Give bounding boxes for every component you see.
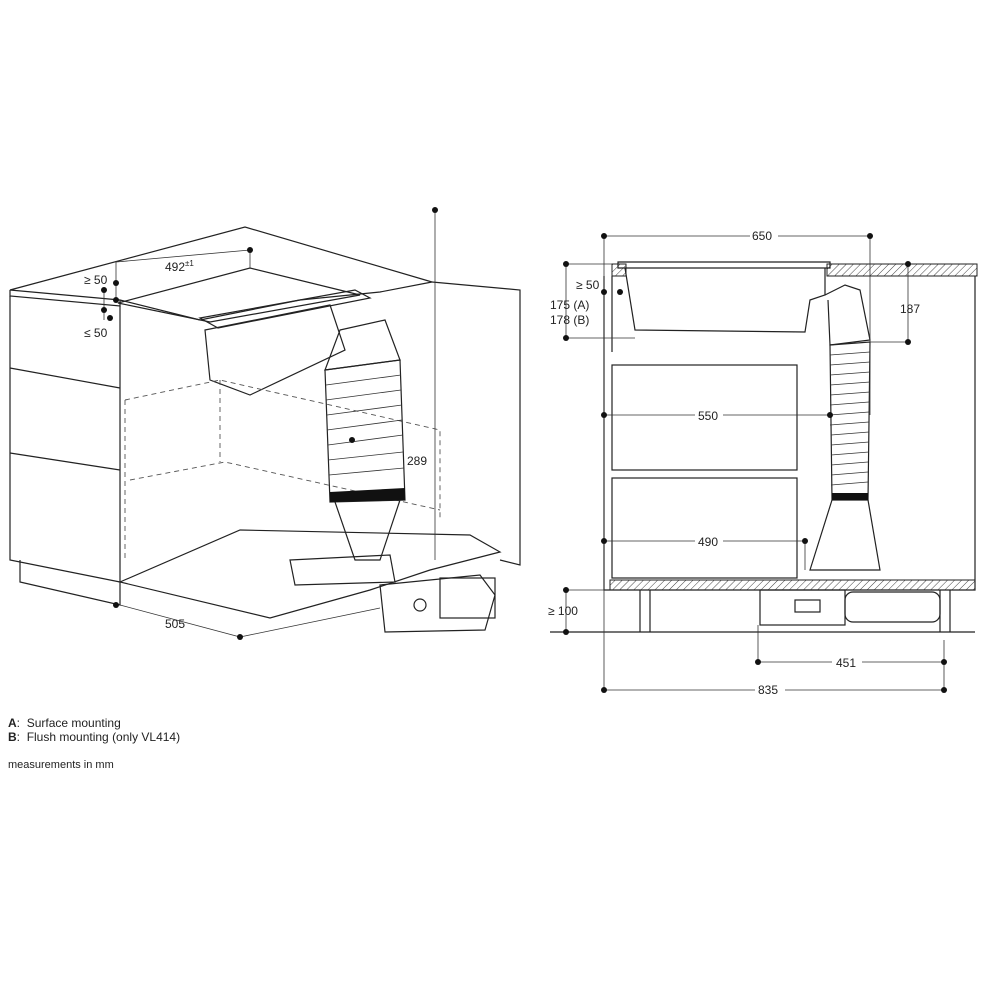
dim-depth-a: 175 (A) <box>550 298 589 312</box>
dim-plinth-min: ≥ 100 <box>548 604 578 618</box>
legend-b: B: Flush mounting (only VL414) <box>8 730 181 744</box>
units-note: measurements in mm <box>8 759 114 771</box>
perspective-view: 492±1 ≥ 50 ≤ 50 289 505 <box>9 207 521 640</box>
dim-cutout-width: 492±1 <box>165 259 194 274</box>
dim-width-top: 650 <box>752 229 772 243</box>
dim-total-depth: 835 <box>758 683 778 697</box>
dim-front-max: ≤ 50 <box>84 326 108 340</box>
dim-duct-height: 289 <box>407 454 427 468</box>
dim-drawer-lower: 490 <box>698 535 718 549</box>
dim-duct-offset: 187 <box>900 302 920 316</box>
side-view: 650 ≥ 50 175 (A) 178 (B) 187 550 490 ≥ 1… <box>548 229 978 697</box>
dim-front-min: ≥ 50 <box>84 273 108 287</box>
dim-depth-b: 178 (B) <box>550 313 589 327</box>
dim-depth: 505 <box>165 617 185 631</box>
legend-a: A: Surface mounting <box>8 716 121 730</box>
dim-front-min-side: ≥ 50 <box>576 278 600 292</box>
legend: A: Surface mounting B: Flush mounting (o… <box>8 716 180 772</box>
dim-drawer-upper: 550 <box>698 409 718 423</box>
dim-fan-depth: 451 <box>836 656 856 670</box>
